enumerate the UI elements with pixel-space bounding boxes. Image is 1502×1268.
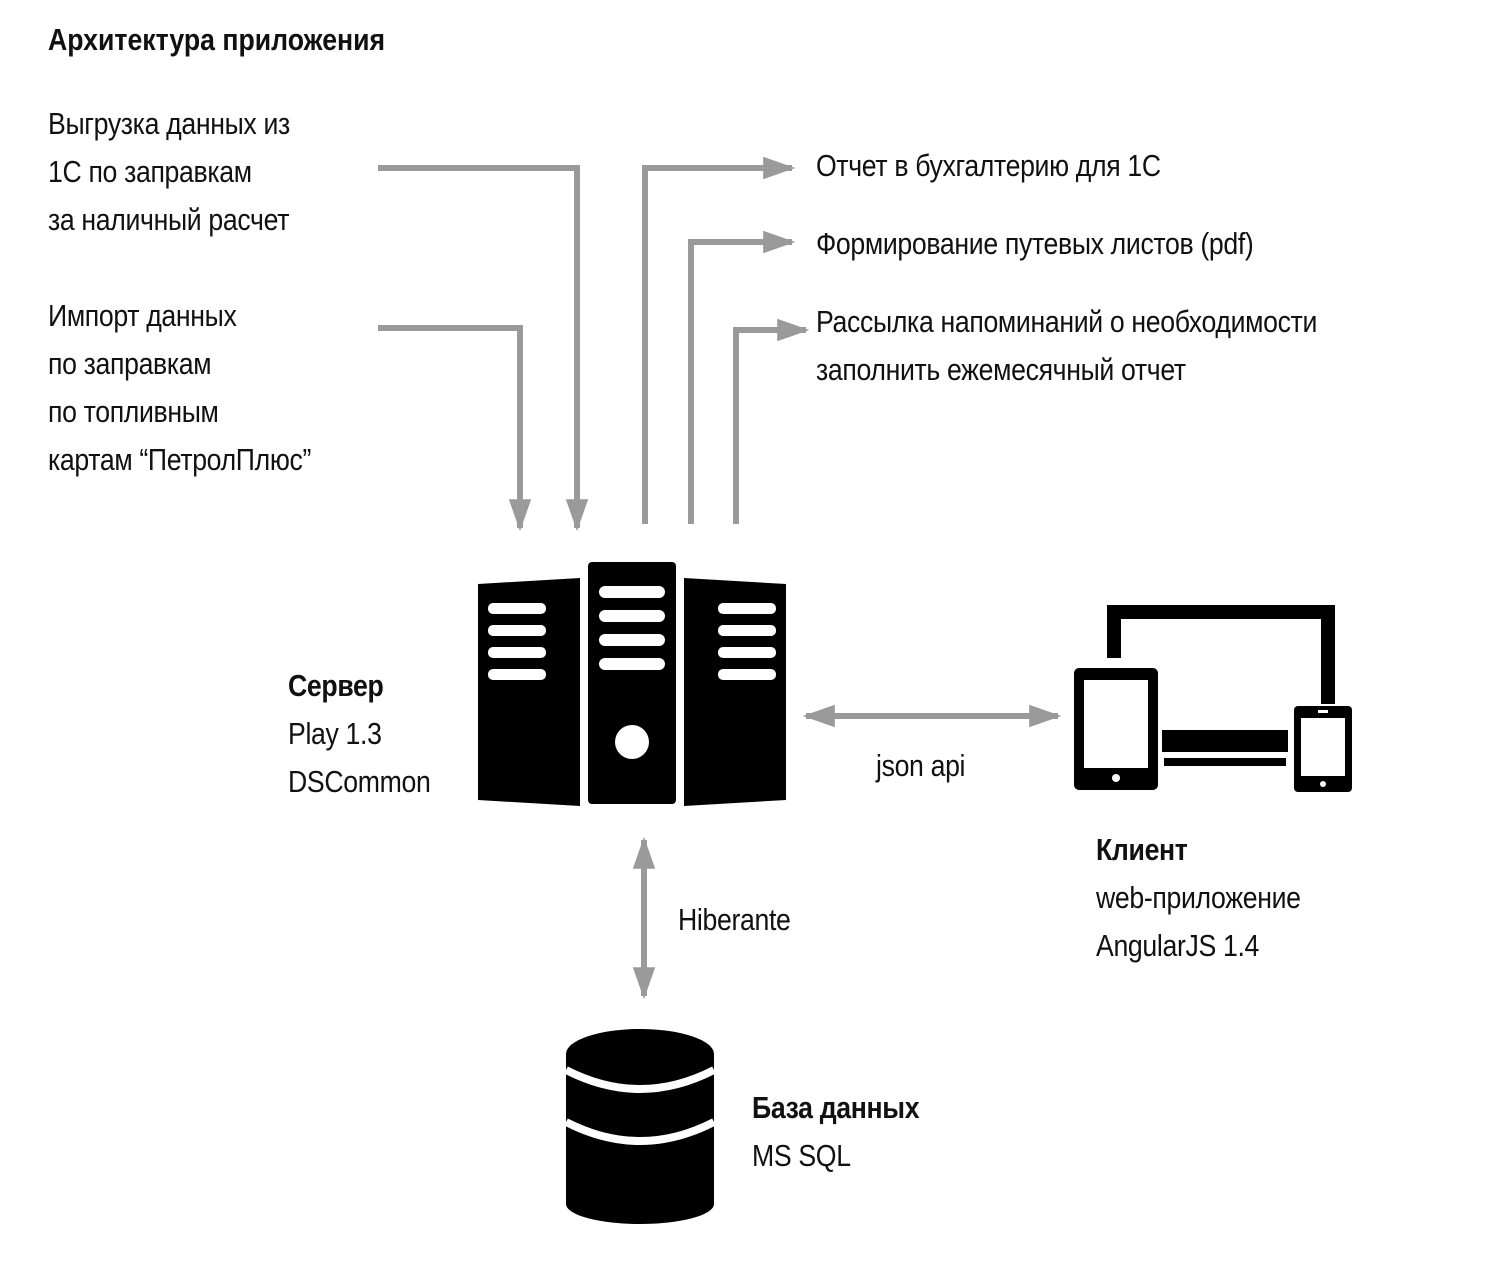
arrow-1c-export-to-server	[378, 165, 589, 532]
server-detail-2: DSCommon	[288, 764, 431, 799]
client-label: Клиент web-приложение AngularJS 1.4	[1096, 826, 1301, 970]
input-petrolplus-line-4: картам “ПетролПлюс”	[48, 442, 311, 477]
input-1c-export-line-2: 1С по заправкам	[48, 154, 252, 189]
input-1c-export-line-3: за наличный расчет	[48, 202, 290, 237]
client-name: Клиент	[1096, 832, 1188, 867]
output-accounting-line-1: Отчет в бухгалтерию для 1С	[816, 148, 1161, 183]
output-waybills: Формирование путевых листов (pdf)	[816, 220, 1254, 268]
output-reminders: Рассылка напоминаний о необходимости зап…	[816, 298, 1317, 394]
database-label: База данных MS SQL	[752, 1084, 920, 1180]
server-detail-1: Play 1.3	[288, 716, 382, 751]
arrow-server-to-waybills	[688, 230, 796, 524]
database-detail-1: MS SQL	[752, 1138, 851, 1173]
client-detail-1: web-приложение	[1096, 880, 1301, 915]
server-icon	[478, 562, 786, 806]
input-petrolplus-line-3: по топливным	[48, 394, 219, 429]
database-name: База данных	[752, 1090, 920, 1125]
devices-icon	[1074, 605, 1352, 792]
input-1c-export-line-1: Выгрузка данных из	[48, 106, 290, 141]
input-petrolplus-line-2: по заправкам	[48, 346, 212, 381]
arrow-server-to-accounting	[642, 156, 796, 524]
database-icon	[564, 1029, 716, 1224]
server-label: Сервер Play 1.3 DSCommon	[288, 662, 431, 806]
output-reminders-line-2: заполнить ежемесячный отчет	[816, 352, 1186, 387]
client-detail-2: AngularJS 1.4	[1096, 928, 1260, 963]
hibernate-label: Hiberante	[678, 902, 791, 937]
input-1c-export: Выгрузка данных из 1С по заправкам за на…	[48, 100, 290, 244]
output-accounting-report: Отчет в бухгалтерию для 1С	[816, 142, 1161, 190]
input-petrolplus-line-1: Импорт данных	[48, 298, 237, 333]
output-reminders-line-1: Рассылка напоминаний о необходимости	[816, 304, 1318, 339]
diagram-title: Архитектура приложения	[48, 22, 386, 57]
json-api-label: json api	[876, 748, 966, 783]
arrow-petrolplus-to-server	[378, 325, 532, 532]
arrow-server-to-reminders	[733, 318, 810, 524]
server-name: Сервер	[288, 668, 384, 703]
output-waybills-line-1: Формирование путевых листов (pdf)	[816, 226, 1254, 261]
input-petrolplus-import: Импорт данных по заправкам по топливным …	[48, 292, 311, 484]
